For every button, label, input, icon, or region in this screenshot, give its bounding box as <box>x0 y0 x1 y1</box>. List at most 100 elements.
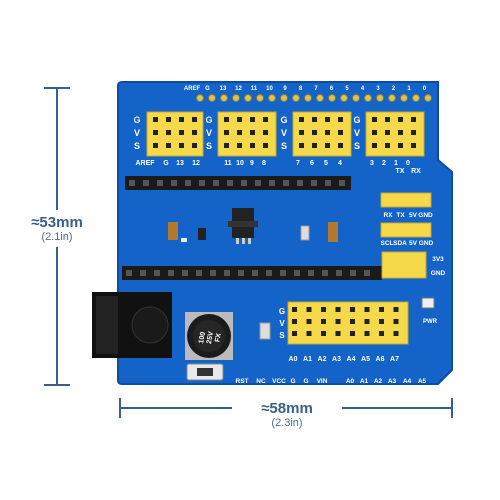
serial-label: 5V <box>409 212 418 219</box>
height-inches: (2.1in) <box>41 231 73 243</box>
electrolytic-capacitor <box>185 312 233 360</box>
bottom-label: A1 <box>360 378 369 385</box>
gvs-label: G <box>205 115 212 125</box>
pin-label: 11 <box>224 160 232 167</box>
power-label: 3V3 <box>432 256 444 263</box>
gvs-label: S <box>134 141 140 151</box>
capacitor-text: 25V <box>206 331 215 345</box>
pin-label: 12 <box>192 160 200 167</box>
gvs-label: V <box>206 128 212 138</box>
capacitor-text: FX <box>214 332 223 342</box>
analog-label: A7 <box>390 356 399 363</box>
gvs-label: S <box>354 141 360 151</box>
height-value: ≈53mm <box>31 214 83 231</box>
top-header-label: 3 <box>376 86 380 92</box>
power-header <box>381 251 427 279</box>
pin-label: 1 <box>394 160 398 167</box>
height-label: ≈53mm (2.1in) <box>14 210 100 247</box>
analog-label: A5 <box>361 356 370 363</box>
top-header-label: G <box>205 86 210 92</box>
txrx-label: TX <box>396 168 405 175</box>
bottom-label: G <box>290 378 295 385</box>
top-header-label: 13 <box>220 86 227 92</box>
pin-label: 4 <box>338 160 342 167</box>
female-header-top <box>125 176 351 190</box>
pin-label: 9 <box>250 160 254 167</box>
gvs-label: S <box>279 331 285 340</box>
analog-label: A0 <box>289 356 298 363</box>
dc-barrel-jack <box>92 292 172 358</box>
pin-label: 13 <box>176 160 184 167</box>
analog-header-block <box>287 301 409 345</box>
top-header-holes <box>196 94 432 102</box>
gvs-label: V <box>281 128 287 138</box>
pin-label: 8 <box>262 160 266 167</box>
gvs-label: V <box>354 128 360 138</box>
analog-label: A1 <box>303 356 312 363</box>
gvs-label: S <box>281 141 287 151</box>
pin-label: 6 <box>310 160 314 167</box>
pin-label: 3 <box>370 160 374 167</box>
i2c-header <box>380 222 432 238</box>
gvs-label: V <box>134 128 140 138</box>
i2c-label: SCL <box>381 240 394 247</box>
top-header-label: AREF <box>184 86 201 92</box>
voltage-regulator <box>228 208 258 244</box>
top-header-label: 7 <box>314 86 318 92</box>
top-header-label: 1 <box>407 86 411 92</box>
gvs-label: G <box>133 115 140 125</box>
bottom-label: A3 <box>388 378 397 385</box>
pin-label: 2 <box>382 160 386 167</box>
width-inches: (2.3in) <box>271 417 303 429</box>
pin-label: AREF <box>135 160 155 167</box>
gvs-label: S <box>206 141 212 151</box>
gvs-label: G <box>353 115 360 125</box>
reset-button <box>186 363 224 381</box>
width-value: ≈58mm <box>261 400 313 417</box>
top-header-label: 8 <box>299 86 303 92</box>
bottom-label: NC <box>256 378 266 385</box>
power-label: GND <box>431 270 446 277</box>
capacitor-text: 100 <box>198 331 207 344</box>
pin-label: 10 <box>236 160 244 167</box>
bottom-label: A0 <box>346 378 355 385</box>
top-header-label: 12 <box>235 86 242 92</box>
analog-label: A3 <box>332 356 341 363</box>
bottom-label: VIN <box>317 378 328 385</box>
top-header-label: 4 <box>361 86 365 92</box>
top-header-label: 5 <box>345 86 349 92</box>
bottom-label: A2 <box>374 378 383 385</box>
pin-label: 5 <box>324 160 328 167</box>
power-led <box>421 297 435 309</box>
bottom-label: G <box>303 378 308 385</box>
i2c-label: SDA <box>393 240 407 247</box>
gvs-label: G <box>279 307 285 316</box>
bottom-label: A5 <box>418 378 427 385</box>
txrx-label: RX <box>411 168 421 175</box>
pin-label: 7 <box>296 160 300 167</box>
bottom-label: RST <box>236 378 249 385</box>
top-header-label: 0 <box>423 86 427 92</box>
gvs-label: G <box>280 115 287 125</box>
pin-label: 0 <box>406 160 410 167</box>
serial-label: RX <box>383 212 393 219</box>
smd-components <box>168 222 338 340</box>
pin-label: G <box>163 160 169 167</box>
width-label: ≈58mm (2.3in) <box>232 400 342 429</box>
i2c-label: 5V <box>409 240 418 247</box>
top-header-label: 6 <box>330 86 334 92</box>
top-header-label: 9 <box>283 86 287 92</box>
pwr-label: PWR <box>423 319 438 325</box>
i2c-label: GND <box>419 240 434 247</box>
top-header-label: 11 <box>251 86 258 92</box>
bottom-label: VCC <box>272 378 286 385</box>
top-header-label: 2 <box>392 86 396 92</box>
bottom-label: A4 <box>403 378 412 385</box>
analog-label: A4 <box>347 356 356 363</box>
gvs-label: V <box>279 319 285 328</box>
serial-header <box>380 192 432 208</box>
serial-label: TX <box>396 212 405 219</box>
analog-label: A6 <box>376 356 385 363</box>
analog-label: A2 <box>318 356 327 363</box>
